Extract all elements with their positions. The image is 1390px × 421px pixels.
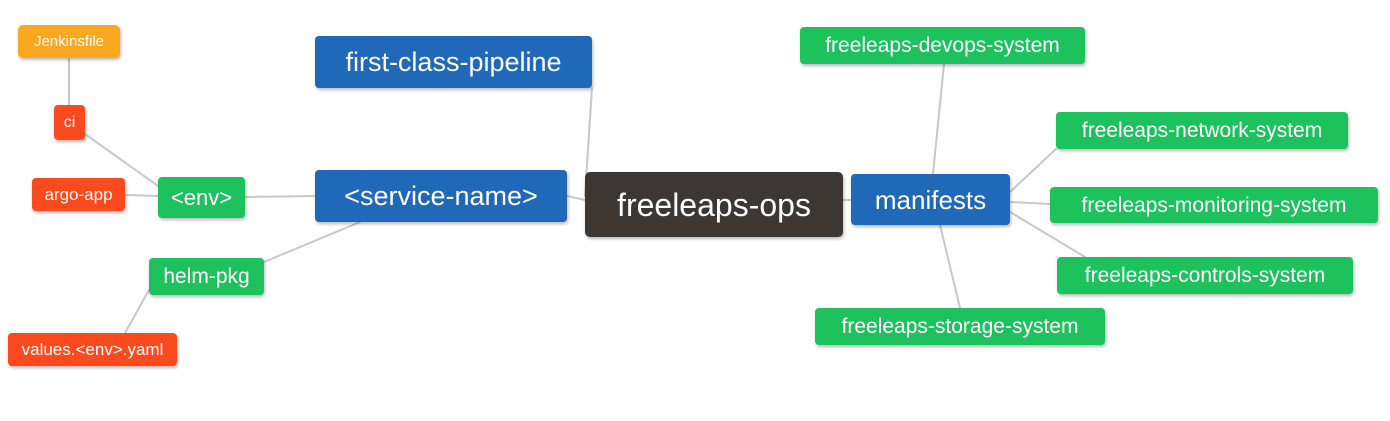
mindmap-node-freeleaps-controls-system[interactable]: freeleaps-controls-system [1057, 257, 1353, 294]
mindmap-node-freeleaps-network-system[interactable]: freeleaps-network-system [1056, 112, 1348, 149]
node-label: manifests [874, 184, 987, 215]
node-label: freeleaps-devops-system [825, 34, 1060, 57]
node-label: helm-pkg [163, 265, 250, 288]
mindmap-node-first-class-pipeline[interactable]: first-class-pipeline [315, 36, 592, 88]
node-label: first-class-pipeline [345, 46, 562, 77]
edge-manifests-to-freeleaps-devops-system [932, 63, 945, 175]
node-label: Jenkinsfile [33, 33, 105, 50]
edge-helm-pkg-to-values-env-yaml [124, 289, 150, 334]
edge-service-name-to-env [244, 195, 316, 198]
edge-service-name-to-helm-pkg [263, 221, 361, 263]
node-label: freeleaps-network-system [1081, 119, 1323, 142]
edge-env-to-argo-app [124, 194, 159, 197]
node-label: freeleaps-monitoring-system [1081, 193, 1347, 217]
node-label: <service-name> [344, 180, 538, 211]
mindmap-node-argo-app[interactable]: argo-app [32, 178, 125, 211]
mindmap-node-jenkinsfile[interactable]: Jenkinsfile [18, 25, 120, 58]
node-label: argo-app [44, 185, 113, 204]
mindmap-node-ci[interactable]: ci [54, 105, 85, 140]
mindmap-node-service-name[interactable]: <service-name> [315, 170, 567, 222]
edge-manifests-to-freeleaps-monitoring-system [1009, 201, 1051, 205]
node-label: <env> [170, 184, 233, 210]
mindmap-node-freeleaps-storage-system[interactable]: freeleaps-storage-system [815, 308, 1105, 345]
node-label: freeleaps-ops [617, 186, 811, 223]
node-label: freeleaps-controls-system [1084, 264, 1326, 287]
edge-manifests-to-freeleaps-network-system [1009, 148, 1057, 193]
edge-freeleaps-ops-to-service-name [566, 195, 586, 201]
mindmap-node-freeleaps-monitoring-system[interactable]: freeleaps-monitoring-system [1050, 187, 1378, 223]
node-label: ci [63, 113, 76, 131]
mindmap-node-helm-pkg[interactable]: helm-pkg [149, 258, 264, 295]
mindmap-node-freeleaps-devops-system[interactable]: freeleaps-devops-system [800, 27, 1085, 64]
mindmap-node-manifests[interactable]: manifests [851, 174, 1010, 225]
node-label: freeleaps-storage-system [841, 315, 1079, 338]
mindmap-node-freeleaps-ops[interactable]: freeleaps-ops [585, 172, 843, 237]
edge-manifests-to-freeleaps-storage-system [939, 224, 961, 309]
mindmap-node-env[interactable]: <env> [158, 177, 245, 218]
node-label: values.<env>.yaml [21, 340, 164, 359]
mindmap-node-values-env-yaml[interactable]: values.<env>.yaml [8, 333, 177, 366]
